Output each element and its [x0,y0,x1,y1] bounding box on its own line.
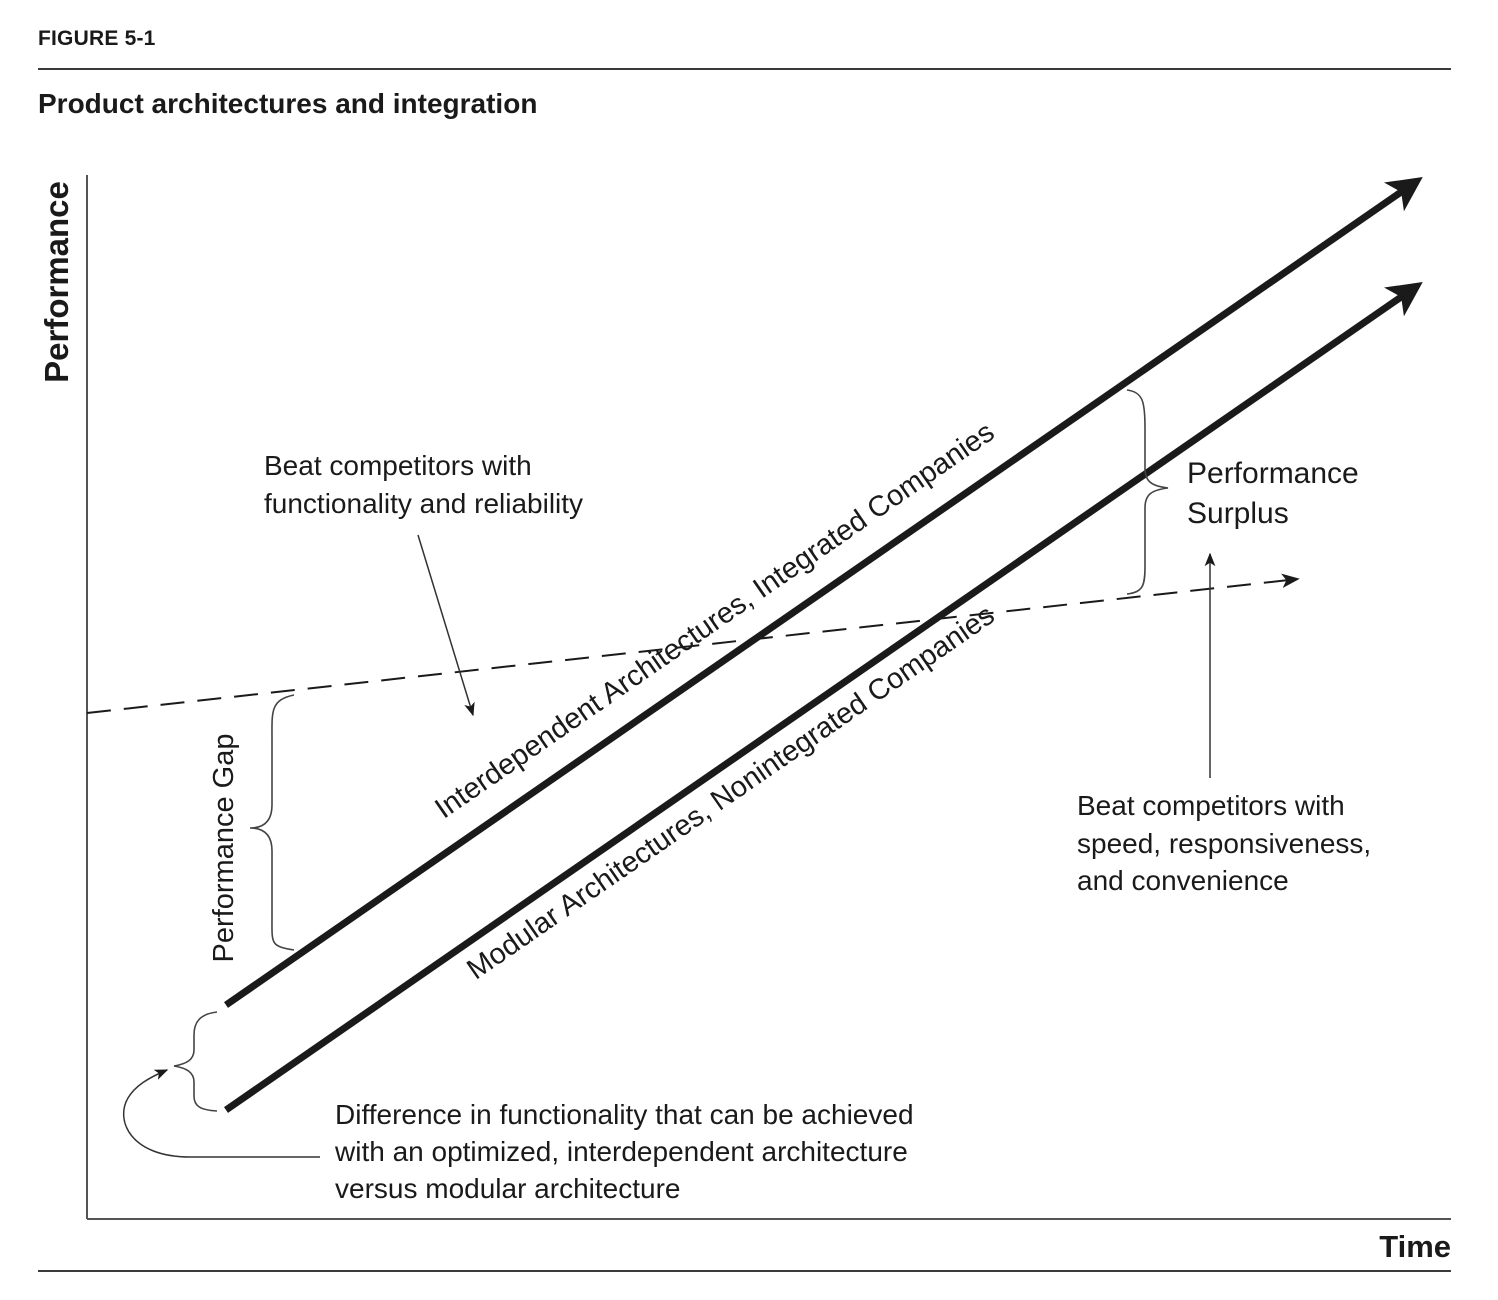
performance-gap-brace [249,694,295,951]
difference-line-1: Difference in functionality that can be … [335,1099,914,1130]
performance-surplus-brace [1126,389,1169,595]
customer-needs-dashed-line [86,573,1300,714]
integrated-trajectory-line [224,177,1423,1008]
beat-speed-line-2: speed, responsiveness, [1077,828,1371,859]
performance-gap-label: Performance Gap [208,734,240,963]
top-rule [38,68,1451,70]
beat-functionality-line-1: Beat competitors with [264,450,532,481]
beat-functionality-arrow [417,534,475,717]
difference-line-2: with an optimized, interdependent archit… [334,1136,908,1167]
difference-annotation: Difference in functionality that can be … [334,1099,921,1204]
difference-brace [173,1011,218,1112]
beat-speed-annotation: Beat competitors with speed, responsiven… [1077,790,1379,896]
performance-surplus-label: Performance Surplus [1187,457,1367,530]
x-axis-label: Time [1379,1229,1451,1264]
modular-trajectory-line [224,282,1423,1113]
y-axis-label: Performance [38,181,75,383]
performance-surplus-line-1: Performance [1187,457,1359,490]
bottom-rule [38,1270,1451,1272]
figure-label: FIGURE 5-1 [38,27,156,50]
figure-title: Product architectures and integration [38,88,538,119]
difference-curved-arrow [123,1069,320,1158]
beat-speed-line-3: and convenience [1077,865,1289,896]
beat-speed-line-1: Beat competitors with [1077,790,1345,821]
beat-functionality-annotation: Beat competitors with functionality and … [264,450,583,519]
beat-functionality-line-2: functionality and reliability [264,488,583,519]
performance-surplus-line-2: Surplus [1187,497,1289,530]
difference-line-3: versus modular architecture [335,1173,680,1204]
